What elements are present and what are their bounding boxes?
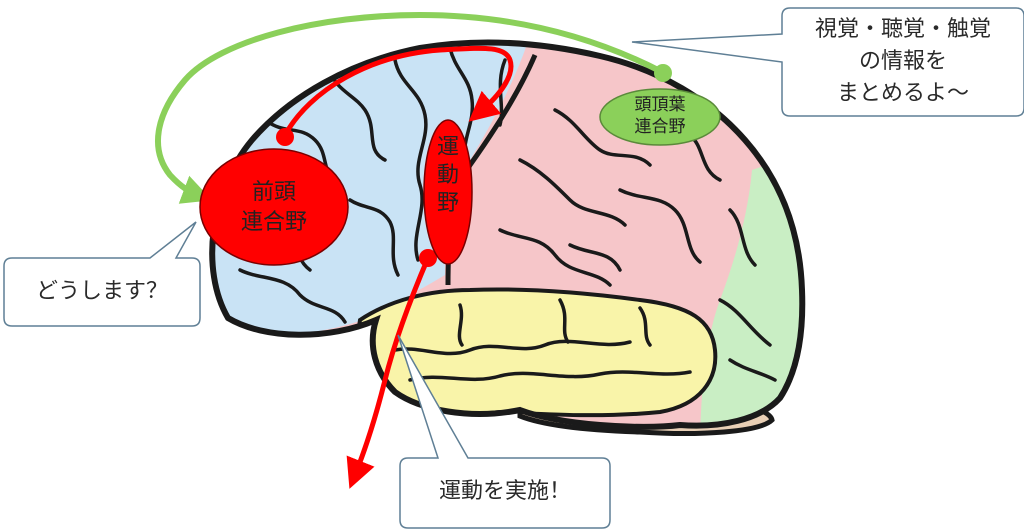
motor-output-arrow <box>346 257 431 489</box>
arrow-origin-dot-motor <box>419 249 437 267</box>
prefrontal-label: 前頭 連合野 <box>214 178 334 238</box>
bubble-left-text: どうします？ <box>35 279 168 304</box>
parietal-label-line-1: 頭頂葉 <box>634 95 686 115</box>
prefrontal-to-motor-arrow <box>282 45 514 137</box>
motor-label-char-1: 運 <box>436 135 459 160</box>
brain-outline <box>209 39 806 430</box>
parietal-label: 頭頂葉 連合野 <box>610 94 710 138</box>
bubble-top-right-line-2: の情報を <box>858 49 947 74</box>
parietal-label-line-2: 連合野 <box>634 117 686 137</box>
speech-bubble-left <box>3 221 201 327</box>
arrow-origin-dot-parietal <box>654 64 672 82</box>
prefrontal-association-area <box>199 148 349 266</box>
motor-label: 運 動 野 <box>433 134 463 218</box>
bubble-top-right-text: 視覚・聴覚・触覚 の情報を まとめるよ〜 <box>782 14 1024 110</box>
speech-bubble-bottom <box>397 334 611 529</box>
prefrontal-label-line-2: 連合野 <box>240 210 307 235</box>
occipital-lobe <box>700 150 803 427</box>
bubble-bottom-text: 運動を実施！ <box>438 479 571 504</box>
speech-bubble-top-right <box>631 7 1024 117</box>
motor-label-char-3: 野 <box>436 191 459 216</box>
bubble-top-right-line-1: 視覚・聴覚・触覚 <box>814 17 991 42</box>
prefrontal-label-line-1: 前頭 <box>251 180 296 205</box>
arrow-origin-dot-prefrontal <box>276 128 294 146</box>
motor-label-char-2: 動 <box>436 163 459 188</box>
bubble-top-right-line-3: まとめるよ〜 <box>836 81 969 106</box>
parietal-to-prefrontal-arrow <box>155 11 664 204</box>
motor-area <box>423 119 473 265</box>
temporal-lobe <box>356 287 718 418</box>
parietal-association-area <box>599 88 721 146</box>
